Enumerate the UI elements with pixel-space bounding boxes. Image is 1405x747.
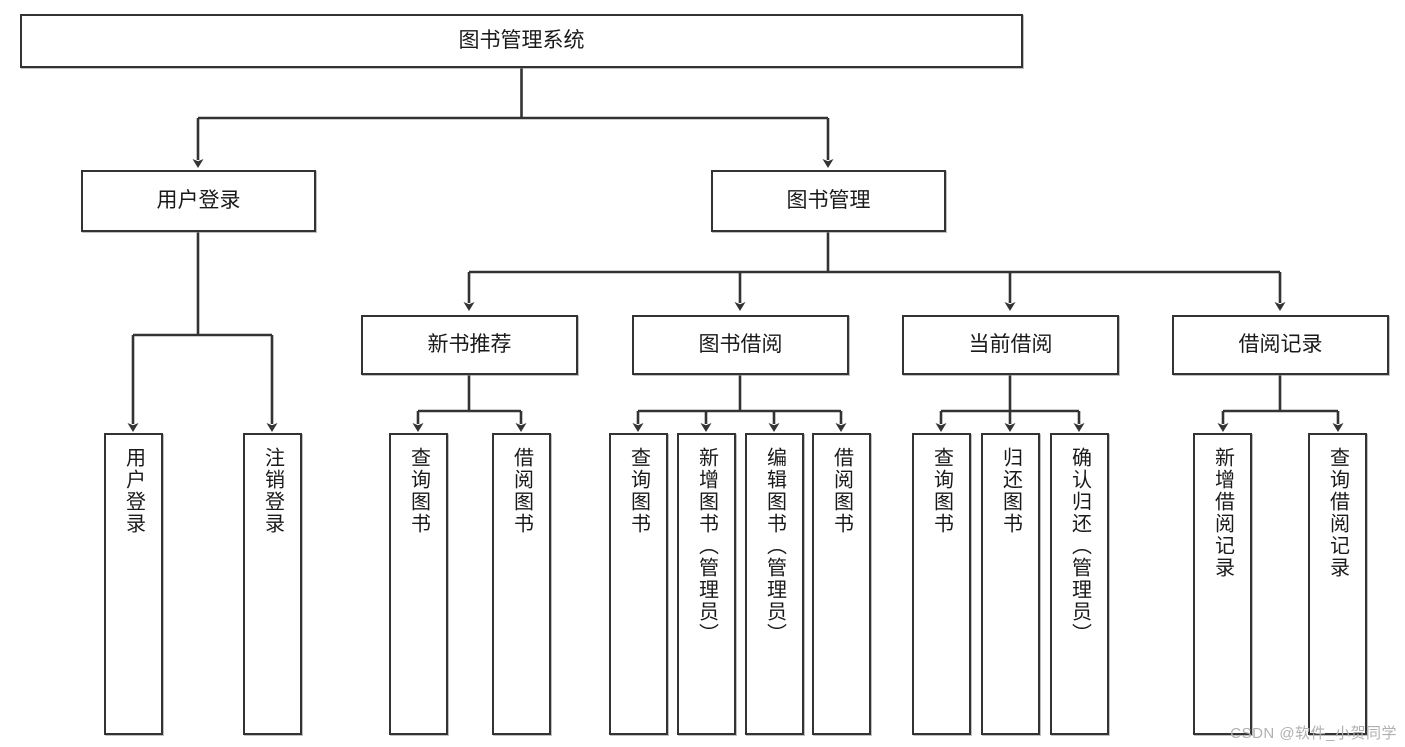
node-leaf-edit-book-admin-label: 编辑图书（管理员）: [763, 447, 786, 645]
node-book-management[interactable]: 图书管理: [711, 170, 946, 232]
node-leaf-borrow-book-2[interactable]: 借阅图书: [812, 433, 871, 735]
node-book-borrow[interactable]: 图书借阅: [632, 315, 849, 375]
node-new-book-recommend[interactable]: 新书推荐: [361, 315, 578, 375]
node-user-login-label: 用户登录: [156, 188, 241, 212]
node-leaf-borrow-book-1[interactable]: 借阅图书: [492, 433, 551, 735]
node-borrow-record-label: 借阅记录: [1238, 332, 1323, 356]
node-leaf-return-book-label: 归还图书: [999, 447, 1022, 535]
node-leaf-add-borrow-record[interactable]: 新增借阅记录: [1193, 433, 1252, 735]
node-leaf-confirm-return-admin[interactable]: 确认归还（管理员）: [1050, 433, 1109, 735]
node-leaf-query-borrow-record-label: 查询借阅记录: [1326, 447, 1349, 579]
csdn-watermark: CSDN @软件_小贺同学: [1230, 725, 1397, 742]
node-book-borrow-label: 图书借阅: [698, 332, 783, 356]
node-leaf-add-book-admin[interactable]: 新增图书（管理员）: [677, 433, 736, 735]
node-leaf-confirm-return-admin-label: 确认归还（管理员）: [1068, 447, 1091, 645]
node-leaf-user-login[interactable]: 用户登录: [104, 433, 163, 735]
node-leaf-borrow-book-1-label: 借阅图书: [510, 447, 533, 535]
node-new-book-recommend-label: 新书推荐: [427, 332, 512, 356]
node-borrow-record[interactable]: 借阅记录: [1172, 315, 1389, 375]
node-leaf-query-book-2-label: 查询图书: [627, 447, 650, 535]
node-leaf-query-borrow-record[interactable]: 查询借阅记录: [1308, 433, 1367, 735]
node-current-borrow-label: 当前借阅: [968, 332, 1053, 356]
node-root-label: 图书管理系统: [458, 28, 585, 52]
node-current-borrow[interactable]: 当前借阅: [902, 315, 1119, 375]
node-leaf-query-book-3-label: 查询图书: [930, 447, 953, 535]
node-leaf-user-login-label: 用户登录: [122, 447, 145, 535]
node-leaf-query-book-1[interactable]: 查询图书: [389, 433, 448, 735]
node-leaf-add-book-admin-label: 新增图书（管理员）: [695, 447, 718, 645]
node-leaf-query-book-2[interactable]: 查询图书: [609, 433, 668, 735]
node-leaf-query-book-1-label: 查询图书: [407, 447, 430, 535]
node-leaf-query-book-3[interactable]: 查询图书: [912, 433, 971, 735]
node-leaf-logout-label: 注销登录: [261, 447, 284, 535]
node-user-login[interactable]: 用户登录: [81, 170, 316, 232]
node-leaf-logout[interactable]: 注销登录: [243, 433, 302, 735]
node-leaf-borrow-book-2-label: 借阅图书: [830, 447, 853, 535]
node-leaf-add-borrow-record-label: 新增借阅记录: [1211, 447, 1234, 579]
node-leaf-return-book[interactable]: 归还图书: [981, 433, 1040, 735]
node-root[interactable]: 图书管理系统: [20, 14, 1023, 68]
node-book-management-label: 图书管理: [786, 188, 871, 212]
node-leaf-edit-book-admin[interactable]: 编辑图书（管理员）: [745, 433, 804, 735]
